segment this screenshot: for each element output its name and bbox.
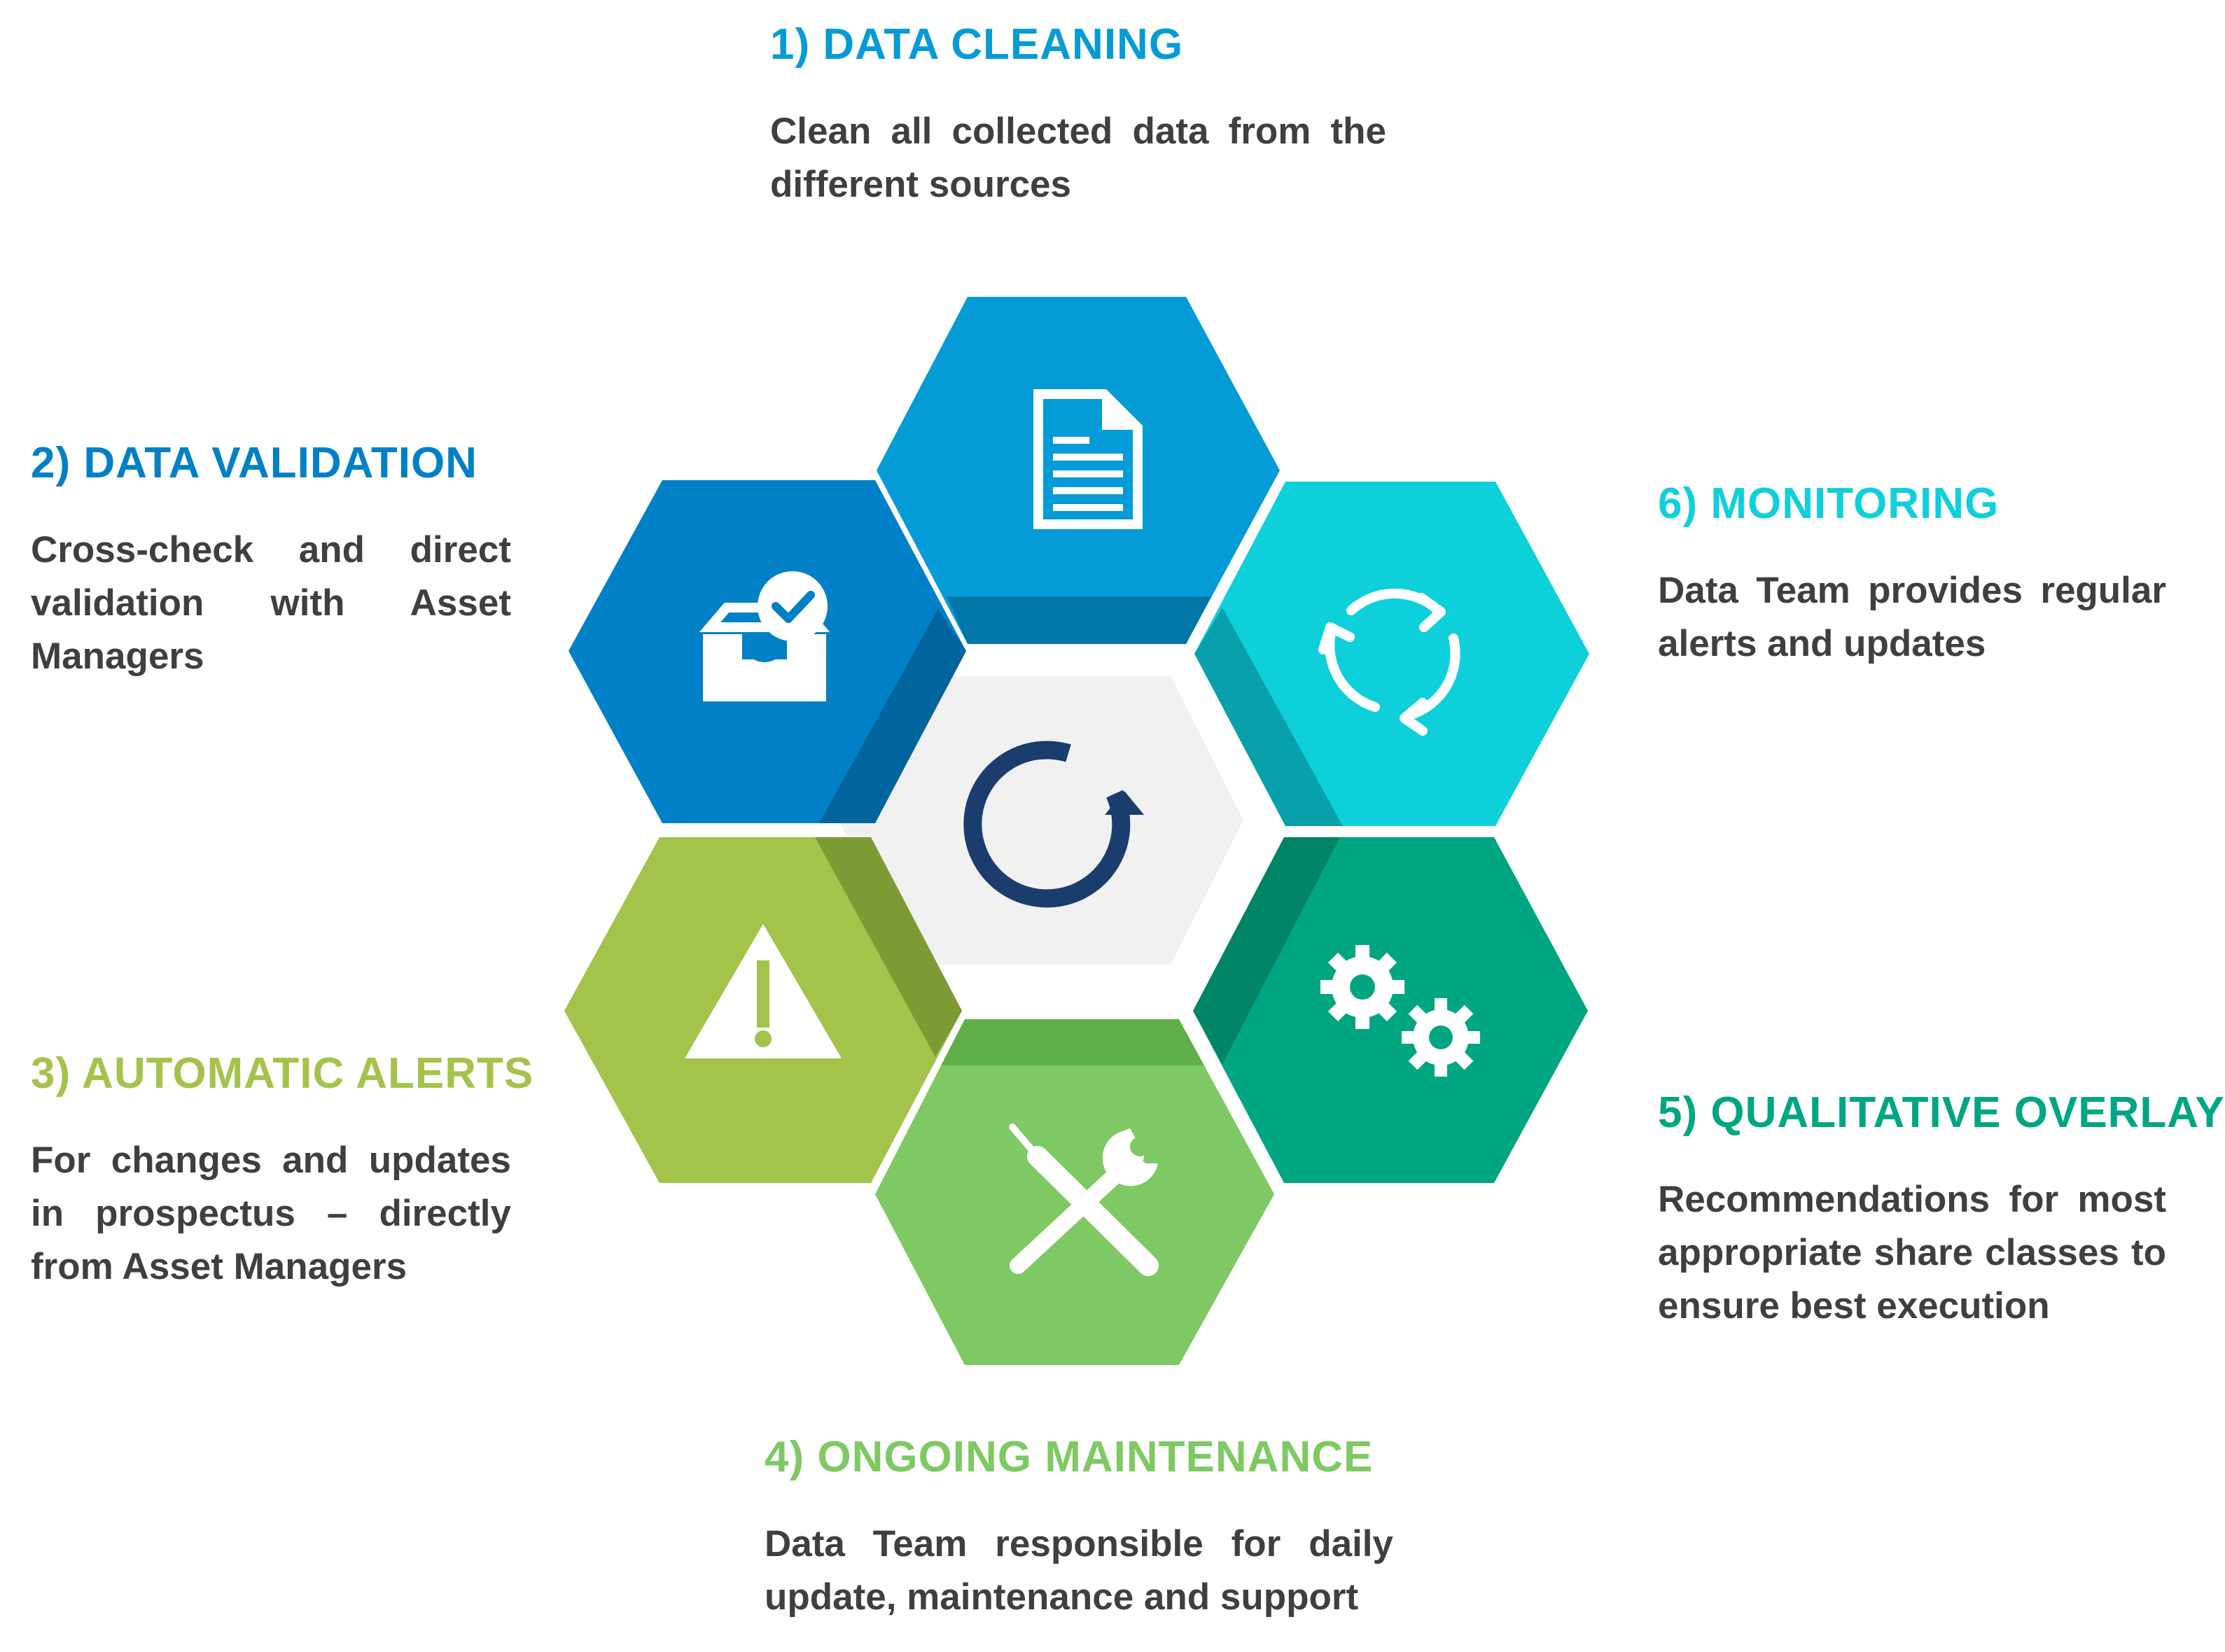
tools-icon	[1009, 1124, 1159, 1276]
hexagon-4-shadow	[941, 1019, 1204, 1065]
step-title: 4) ONGOING MAINTENANCE	[765, 1433, 1374, 1481]
hexagon-2-shadow	[819, 609, 966, 823]
warning-icon	[685, 924, 842, 1058]
step-automatic-alerts: 3) AUTOMATIC ALERTS For changes and upda…	[31, 1049, 534, 1294]
hexagon-3-shadow	[815, 837, 962, 1057]
step-title: 3) AUTOMATIC ALERTS	[31, 1049, 534, 1098]
step-description: Data Team responsible for daily update, …	[765, 1523, 1393, 1618]
step-title: 2) DATA VALIDATION	[31, 439, 477, 487]
step-title: 6) MONITORING	[1658, 479, 2000, 528]
document-icon	[1033, 389, 1143, 529]
step-title: 5) QUALITATIVE OVERLAY	[1658, 1088, 2225, 1137]
step-monitoring: 6) MONITORING Data Team provides regular…	[1658, 479, 2166, 671]
step-description: Cross-check and direct validation with A…	[31, 529, 511, 678]
step-data-cleaning: 1) DATA CLEANING Clean all collected dat…	[770, 20, 1386, 211]
step-description: For changes and updates in prospectus – …	[31, 1140, 511, 1288]
hexagon-5-shadow	[1193, 837, 1340, 1064]
inbox-check-icon	[699, 571, 830, 701]
hexagon-6-shape	[1194, 482, 1589, 826]
refresh-arrow-icon	[963, 741, 1144, 908]
hexagon-data-cleaning	[877, 297, 1280, 644]
hexagon-qualitative-overlay	[1193, 837, 1588, 1183]
step-description: Data Team provides regular alerts and up…	[1658, 570, 2166, 665]
hexagon-1-shadow	[947, 596, 1211, 644]
refresh-cycle-icon	[1318, 588, 1460, 736]
center-hexagon	[839, 676, 1243, 965]
gears-icon	[1320, 945, 1480, 1077]
step-description: Clean all collected data from the differ…	[770, 111, 1386, 206]
hexagon-ongoing-maintenance	[875, 1019, 1274, 1365]
step-qualitative-overlay: 5) QUALITATIVE OVERLAY Recommendations f…	[1658, 1088, 2225, 1333]
hexagon-2-shape	[569, 480, 966, 823]
step-title: 1) DATA CLEANING	[770, 20, 1184, 69]
step-ongoing-maintenance: 4) ONGOING MAINTENANCE Data Team respons…	[765, 1433, 1393, 1624]
step-description: Recommendations for most appropriate sha…	[1658, 1179, 2166, 1327]
hexagon-automatic-alerts	[564, 837, 962, 1183]
hexagon-data-validation	[569, 480, 966, 823]
step-data-validation: 2) DATA VALIDATION Cross-check and direc…	[31, 439, 511, 683]
hexagon-monitoring	[1194, 482, 1589, 826]
hexagon-6-shadow	[1194, 608, 1343, 826]
